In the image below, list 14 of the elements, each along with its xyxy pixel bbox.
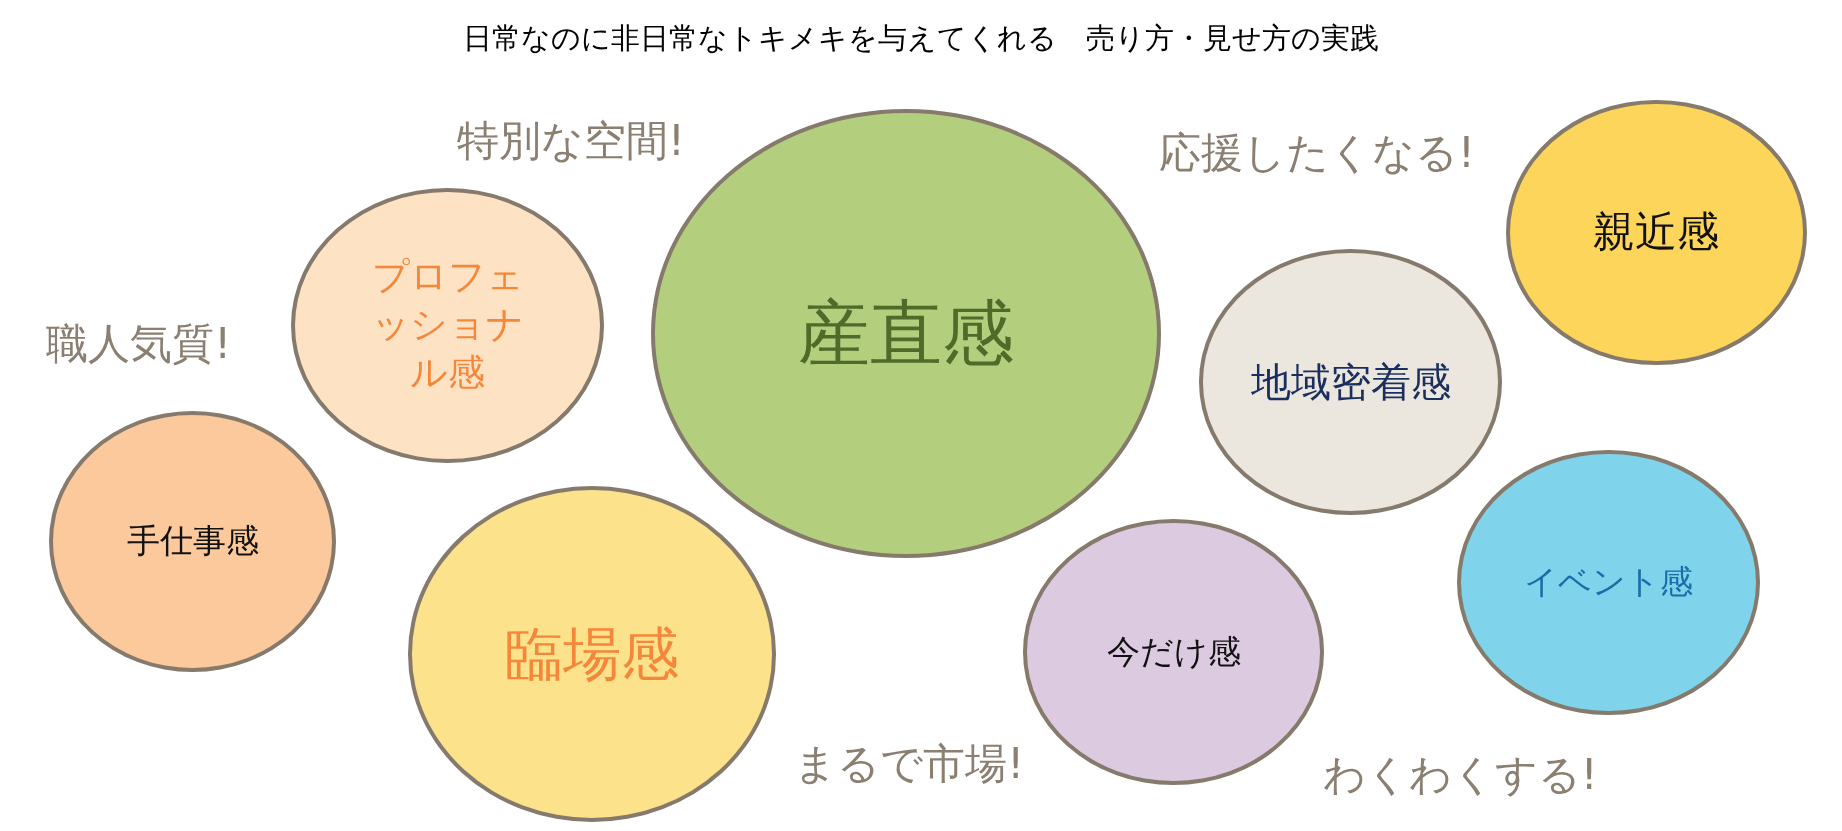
node-label: 今だけ感: [1106, 630, 1241, 673]
diagram-title: 日常なのに非日常なトキメキを与えてくれる 売り方・見せ方の実践: [463, 20, 1379, 57]
node-label: 親近感: [1593, 206, 1720, 259]
node-label: プロフェッショナル感: [370, 254, 525, 397]
annotation-text: わくわくする!: [1322, 749, 1598, 802]
annotation-text: まるで市場!: [794, 737, 1025, 790]
node-label: 臨場感: [505, 618, 680, 690]
annotation-text: 特別な空間!: [457, 114, 685, 167]
annotation-text: 応援したくなる!: [1158, 126, 1475, 179]
node-label: 手仕事感: [126, 520, 259, 563]
node-label: イベント感: [1523, 561, 1693, 604]
node-label: 産直感: [797, 289, 1014, 377]
annotation-text: 職人気質!: [46, 318, 232, 371]
node-label: 地域密着感: [1250, 357, 1451, 407]
